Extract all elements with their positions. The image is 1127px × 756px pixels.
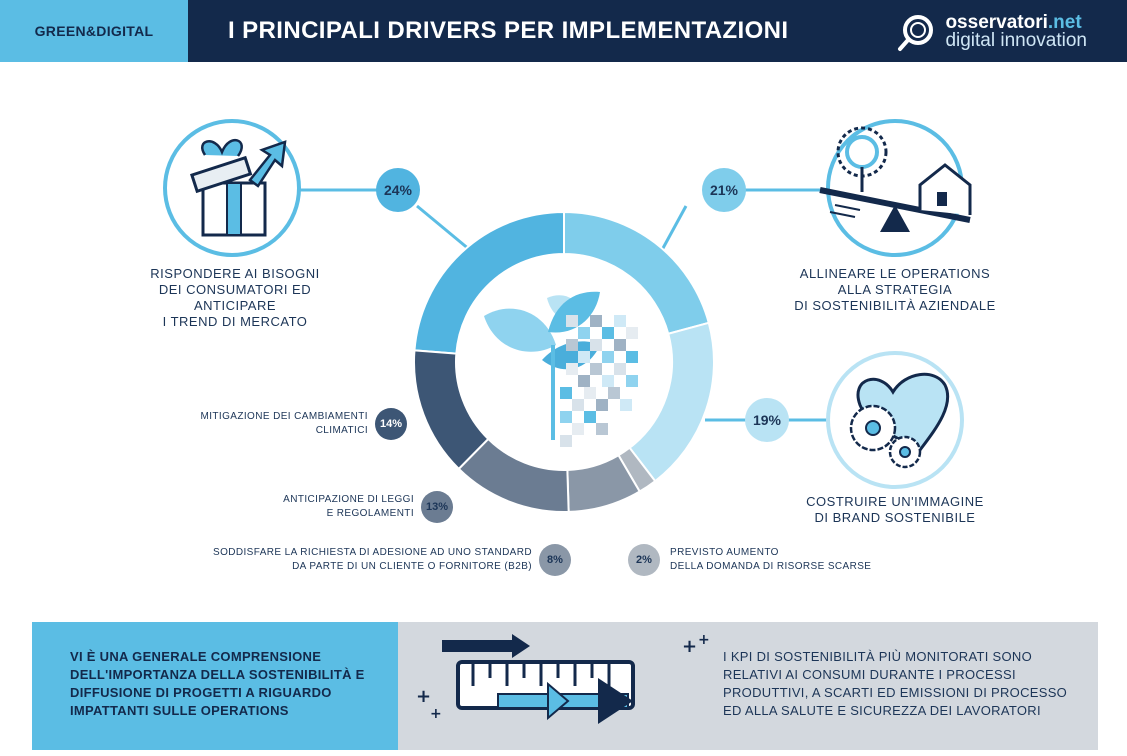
pixel-square	[560, 435, 572, 447]
brand-text: osservatori.net digital innovation	[945, 12, 1087, 51]
pixel-square	[560, 411, 572, 423]
label-line: DEI CONSUMATORI ED ANTICIPARE	[158, 282, 312, 313]
insight-text-right: I KPI DI SOSTENIBILITÀ PIÙ MONITORATI SO…	[723, 649, 1068, 718]
badge-clima: 14%	[375, 408, 407, 440]
pixel-square	[572, 423, 584, 435]
pixel-square	[608, 387, 620, 399]
label-operations: ALLINEARE LE OPERATIONS ALLA STRATEGIA D…	[780, 266, 1010, 314]
brand-name: osservatori	[945, 12, 1048, 33]
label-line: DI SOSTENIBILITÀ AZIENDALE	[794, 298, 996, 313]
sun-house-balance-icon	[819, 119, 972, 257]
heart-flowers-icon	[826, 351, 964, 489]
gift-box-icon	[163, 119, 301, 257]
donut-segment-6	[413, 349, 490, 471]
svg-text:+: +	[430, 706, 442, 722]
badge-brand: 19%	[745, 398, 789, 442]
donut-segments	[413, 210, 715, 513]
label-line: RISPONDERE AI BISOGNI	[150, 266, 320, 281]
pixel-square	[566, 363, 578, 375]
magnifier-logo-icon	[898, 15, 934, 51]
pixel-square	[590, 363, 602, 375]
pixel-square	[560, 387, 572, 399]
pixel-square	[566, 339, 578, 351]
svg-text:+: +	[698, 632, 710, 648]
pixel-square	[620, 399, 632, 411]
section-tag: GREEN&DIGITAL	[0, 0, 188, 62]
badge-value: 2%	[636, 554, 652, 566]
connector-lines	[300, 188, 830, 422]
badge-value: 13%	[425, 501, 449, 513]
label-leggi: ANTICIPAZIONE DI LEGGI E REGOLAMENTI	[200, 493, 414, 521]
label-line: I TREND DI MERCATO	[162, 314, 308, 329]
pixel-square	[596, 399, 608, 411]
badge-value: 14%	[379, 418, 403, 430]
label-line: DI BRAND SOSTENIBILE	[814, 510, 976, 525]
svg-text:+: +	[682, 636, 697, 657]
label-clima: MITIGAZIONE DEI CAMBIAMENTI CLIMATICI	[150, 410, 368, 438]
insight-text-left: VI È UNA GENERALE COMPRENSIONE DELL'IMPO…	[70, 649, 365, 718]
pixel-square	[590, 315, 602, 327]
label-line: ALLA STRATEGIA	[837, 282, 953, 297]
svg-text:+: +	[416, 686, 431, 707]
pixel-square	[614, 363, 626, 375]
pixel-square	[602, 351, 614, 363]
pixel-square	[572, 399, 584, 411]
label-line: E REGOLAMENTI	[326, 508, 414, 519]
header: GREEN&DIGITAL I PRINCIPALI DRIVERS PER I…	[0, 0, 1127, 62]
ruler-arrows-icon: + + + +	[416, 632, 710, 724]
label-line: MITIGAZIONE DEI CAMBIAMENTI	[200, 411, 368, 422]
brand-tagline: digital innovation	[945, 30, 1087, 51]
pixel-square	[614, 339, 626, 351]
label-line: DA PARTE DI UN CLIENTE O FORNITORE (B2B)	[292, 561, 532, 572]
pixel-square	[626, 375, 638, 387]
badge-value: 19%	[752, 412, 782, 428]
badge-consumatori: 24%	[376, 168, 420, 212]
badge-leggi: 13%	[421, 491, 453, 523]
label-line: ALLINEARE LE OPERATIONS	[799, 266, 991, 281]
leaf-pixel-icon	[484, 291, 638, 447]
pixel-square	[602, 327, 614, 339]
pixel-square	[578, 375, 590, 387]
label-risorse: PREVISTO AUMENTO DELLA DOMANDA DI RISORS…	[670, 546, 900, 574]
pixel-square	[596, 423, 608, 435]
donut-segment-2	[628, 321, 715, 483]
label-line: DELLA DOMANDA DI RISORSE SCARSE	[670, 561, 872, 572]
pixel-square	[578, 327, 590, 339]
pixel-square	[584, 411, 596, 423]
label-line: PREVISTO AUMENTO	[670, 547, 779, 558]
brand-logo[interactable]: osservatori.net digital innovation	[897, 10, 1087, 54]
donut-chart	[163, 119, 972, 513]
badge-risorse: 2%	[628, 544, 660, 576]
badge-value: 8%	[547, 554, 563, 566]
pixel-square	[602, 375, 614, 387]
insight-panel-right: + + + + I KPI DI SOSTENIBILITÀ PIÙ MONIT…	[398, 622, 1098, 750]
badge-operations: 21%	[702, 168, 746, 212]
page-title: I PRINCIPALI DRIVERS PER IMPLEMENTAZIONI	[228, 17, 789, 44]
insight-panel-left: VI È UNA GENERALE COMPRENSIONE DELL'IMPO…	[32, 622, 398, 750]
badge-value: 24%	[383, 182, 413, 198]
pixel-square	[566, 315, 578, 327]
label-standard: SODDISFARE LA RICHIESTA DI ADESIONE AD U…	[160, 546, 532, 574]
pixel-square	[584, 387, 596, 399]
brand-domain: .net	[1047, 12, 1082, 33]
badge-standard: 8%	[539, 544, 571, 576]
pixel-square	[578, 351, 590, 363]
pixel-square	[626, 351, 638, 363]
badge-value: 21%	[709, 182, 739, 198]
label-consumatori: RISPONDERE AI BISOGNI DEI CONSUMATORI ED…	[120, 266, 350, 330]
label-line: ANTICIPAZIONE DI LEGGI	[283, 494, 414, 505]
label-line: CLIMATICI	[315, 425, 368, 436]
label-brand: COSTRUIRE UN'IMMAGINE DI BRAND SOSTENIBI…	[780, 494, 1010, 526]
label-line: COSTRUIRE UN'IMMAGINE	[806, 494, 984, 509]
pixel-square	[626, 327, 638, 339]
pixel-square	[590, 339, 602, 351]
pixel-square	[614, 315, 626, 327]
label-line: SODDISFARE LA RICHIESTA DI ADESIONE AD U…	[213, 547, 532, 558]
